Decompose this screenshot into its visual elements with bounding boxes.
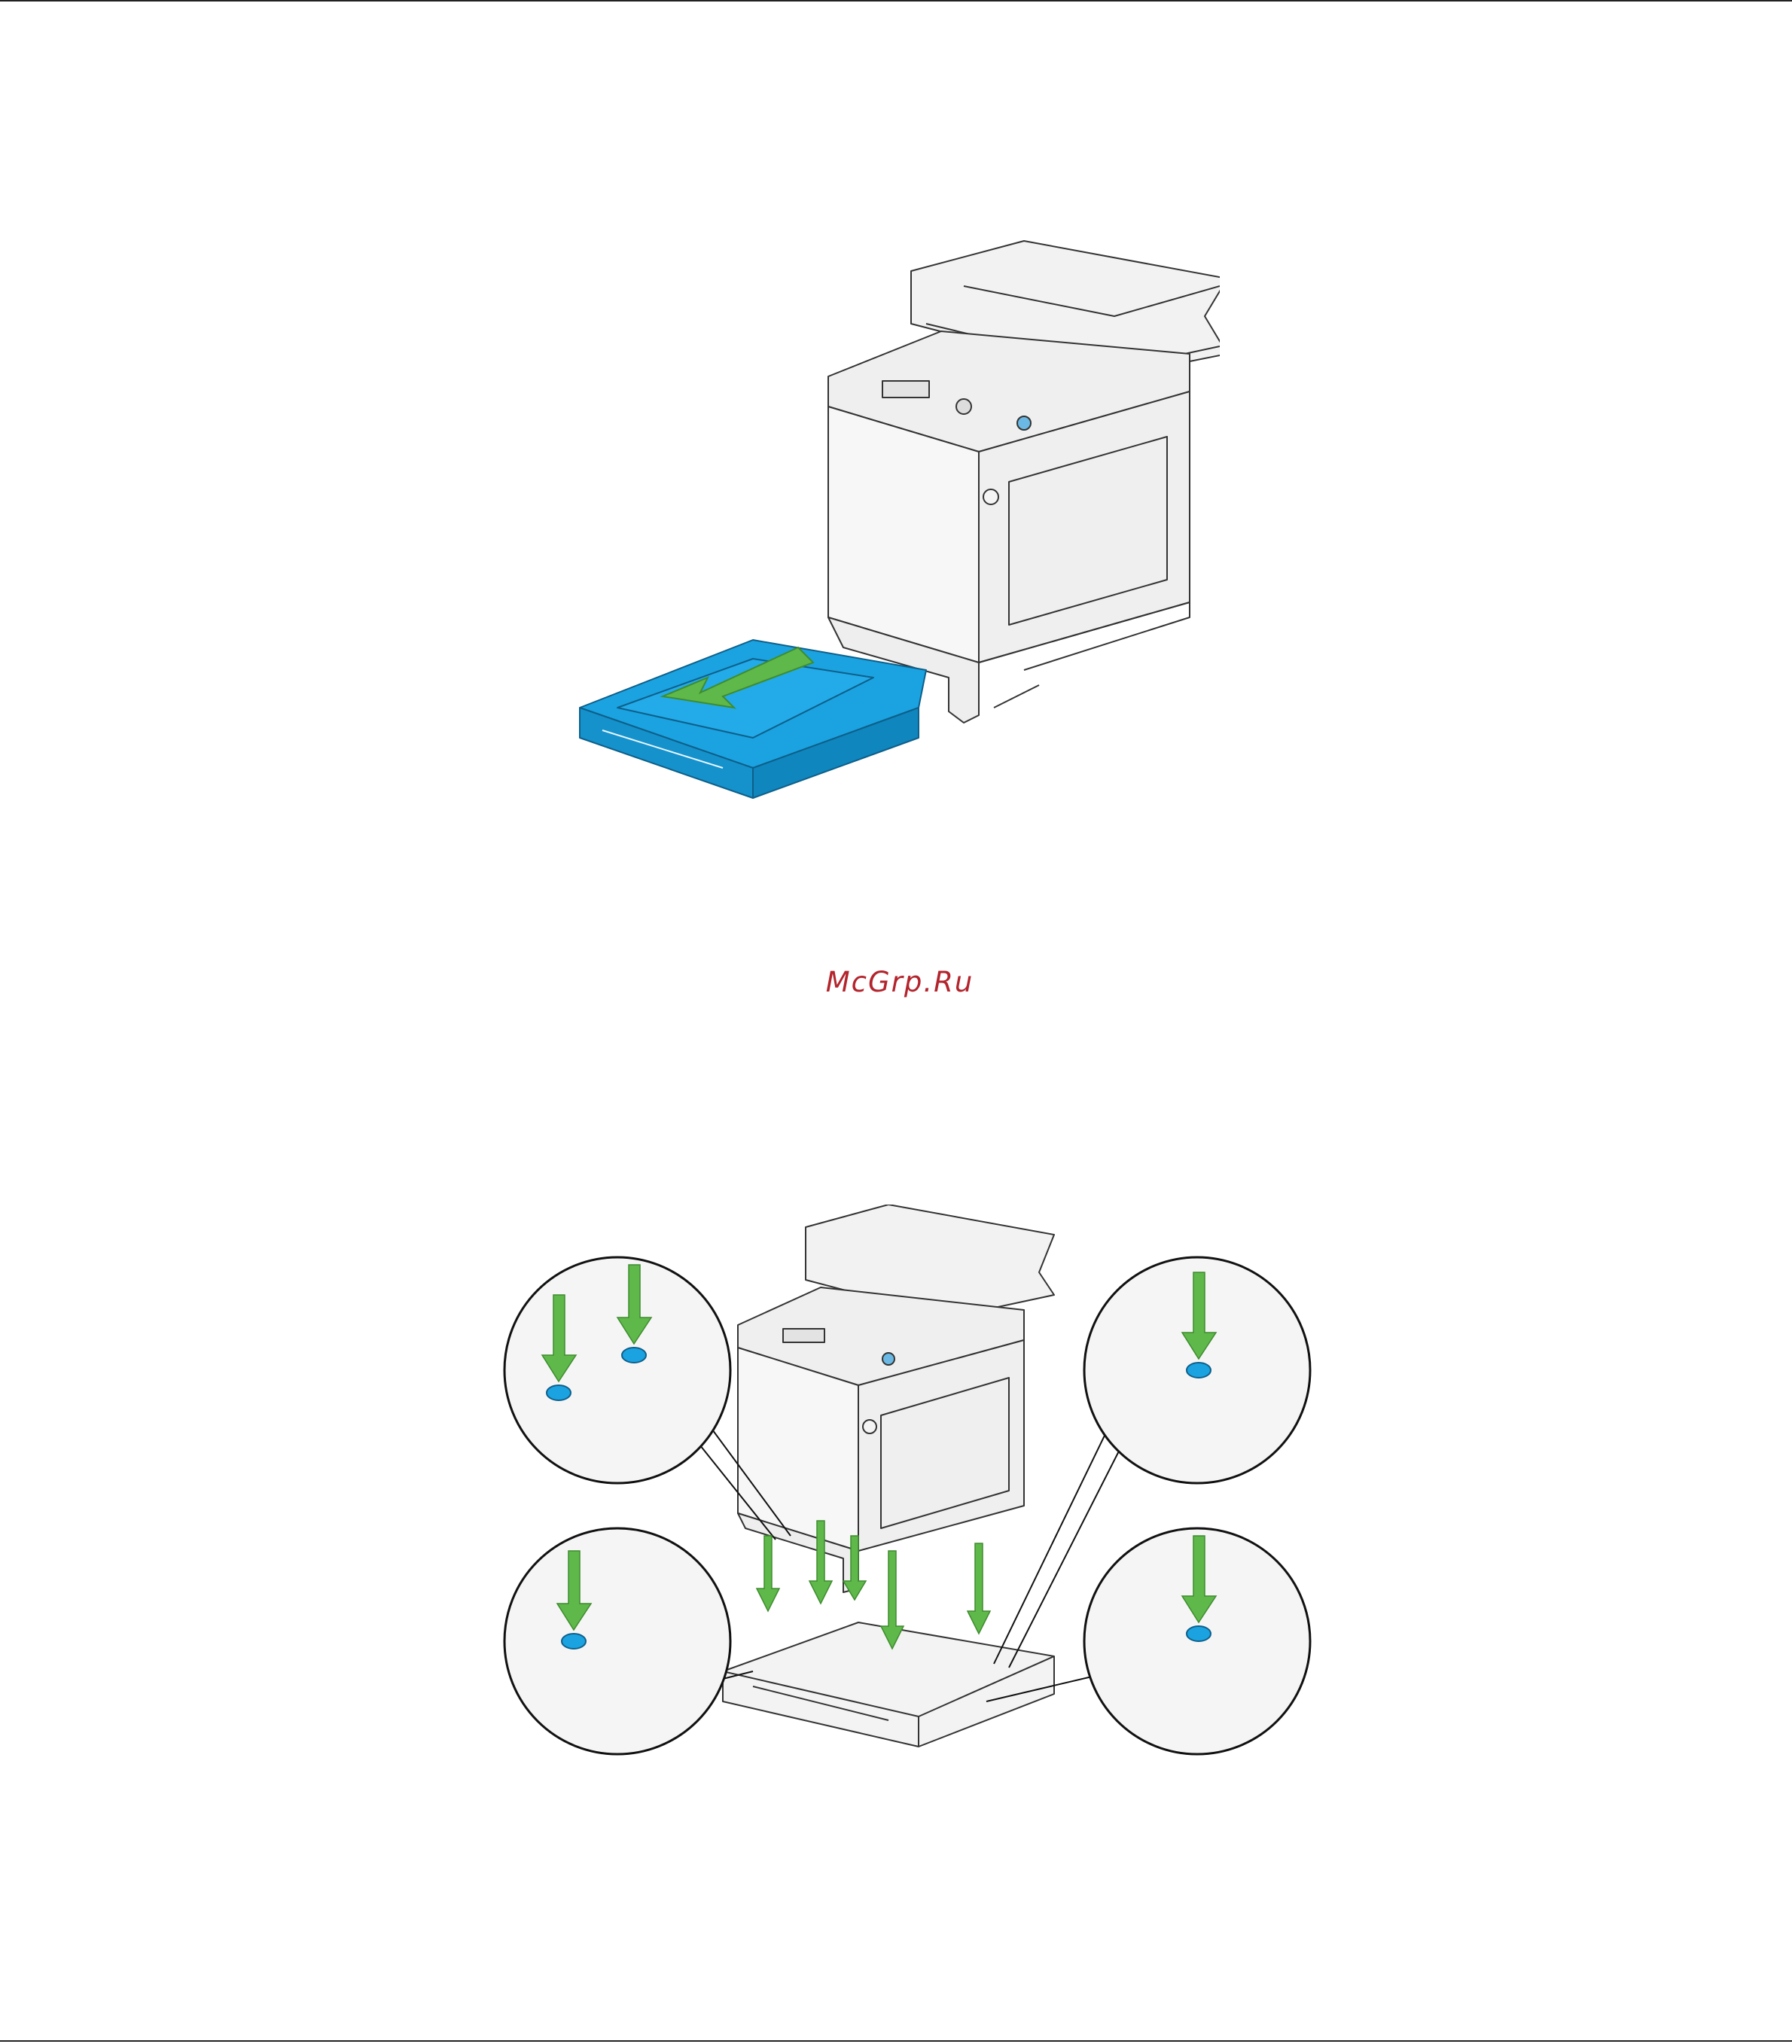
- paper-tray: [580, 640, 926, 798]
- detail-circle-bottom-left: [504, 1528, 730, 1754]
- printer-install-feeder-illustration: [467, 1205, 1333, 1792]
- detail-circle-top-left: [504, 1257, 730, 1483]
- watermark: McGrp.Ru: [753, 966, 1047, 998]
- top-rule: [0, 0, 1792, 2]
- bottom-rule: [0, 2040, 1792, 2042]
- printer-remove-tray-illustration: [572, 226, 1220, 813]
